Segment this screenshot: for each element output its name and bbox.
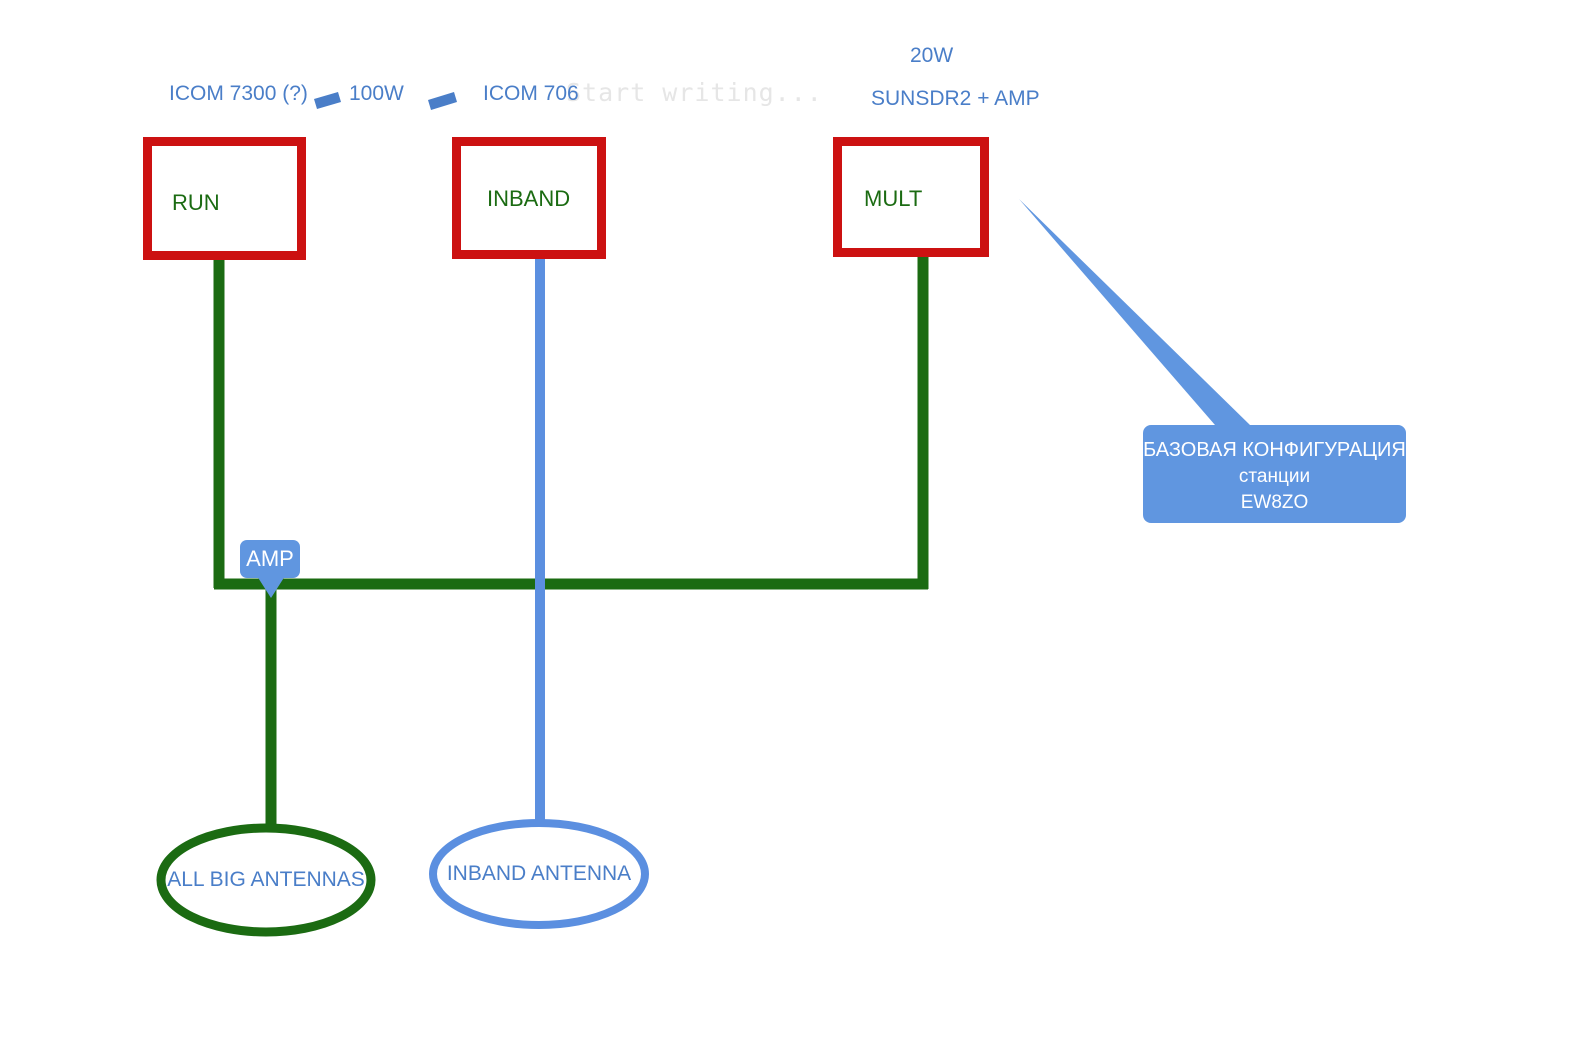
amp-callout-label: AMP [246, 546, 294, 571]
mult-radio-label: SUNSDR2 + AMP [871, 87, 1040, 110]
legend-item-icom-7300: ICOM 7300 (?) [169, 82, 308, 105]
legend-item-icom-706: ICOM 706 [483, 82, 579, 105]
info-callout[interactable]: БАЗОВАЯ КОНФИГУРАЦИЯ станции EW8ZO [1143, 425, 1406, 523]
legend-item-100w: 100W [349, 82, 404, 105]
antenna-label-inband-antenna: INBAND ANTENNA [446, 862, 632, 885]
station-label-inband: INBAND [487, 186, 571, 211]
amp-callout-tail [257, 576, 285, 598]
watermark-text: Start writing... [566, 78, 823, 107]
legend-dash-icon-1 [314, 92, 341, 109]
station-box-run[interactable] [143, 137, 306, 260]
station-box-mult[interactable] [833, 137, 989, 257]
info-callout-line-1: БАЗОВАЯ КОНФИГУРАЦИЯ [1143, 439, 1406, 461]
antenna-label-all-big-antennas: ALL BIG ANTENNAS [167, 868, 365, 891]
station-box-inband[interactable] [452, 137, 606, 259]
legend-dash-icon-2 [428, 92, 457, 110]
station-label-mult: MULT [864, 186, 923, 211]
station-label-run: RUN [172, 190, 220, 215]
ellipse-all-big-antennas [156, 823, 376, 937]
info-callout-line-2: станции [1238, 466, 1311, 487]
mult-power-label: 20W [910, 44, 954, 67]
amp-callout[interactable]: AMP [240, 540, 300, 578]
callout-pointer-tail [1019, 199, 1250, 425]
ellipse-inband-antenna [429, 819, 649, 929]
info-callout-line-3: EW8ZO [1240, 492, 1309, 513]
